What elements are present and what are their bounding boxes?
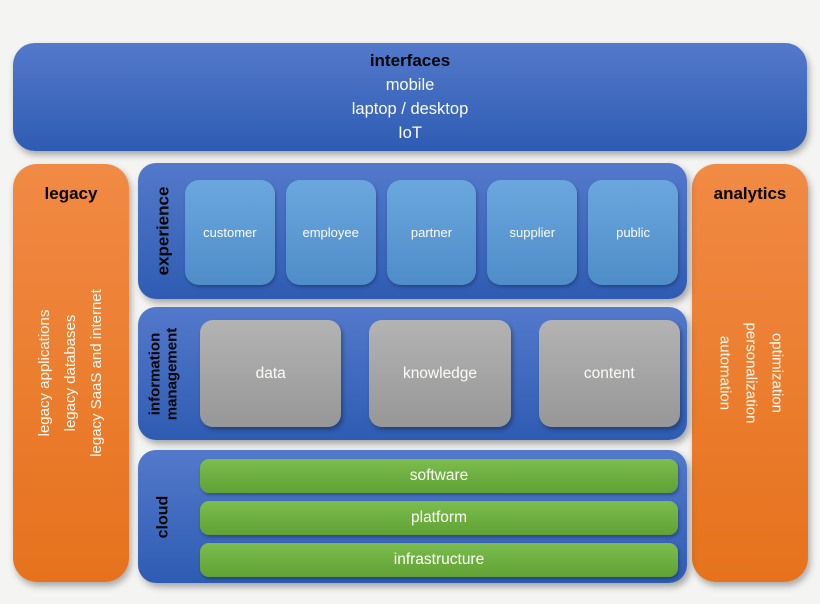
interfaces-band: interfaces mobile laptop / desktop IoT: [13, 43, 807, 151]
legacy-item-saas-internet: legacy SaaS and internet: [88, 289, 105, 457]
information-management-section: information management data knowledge co…: [138, 307, 687, 440]
legacy-item-applications: legacy applications: [36, 309, 53, 437]
analytics-item-personalization: personalization: [742, 322, 759, 424]
info-box-knowledge: knowledge: [369, 320, 511, 427]
experience-box-employee: employee: [285, 180, 376, 285]
analytics-item-automation: automation: [716, 335, 733, 411]
cloud-label: cloud: [153, 495, 171, 538]
cloud-section: cloud software platform infrastructure: [138, 450, 687, 583]
cloud-label-wrap: cloud: [138, 450, 188, 583]
analytics-rotated-list: optimization personalization automation: [692, 164, 808, 582]
experience-box-customer: customer: [185, 180, 275, 285]
cloud-bar-infrastructure: infrastructure: [200, 543, 678, 577]
cloud-bar-platform: platform: [200, 501, 678, 535]
legacy-item-databases: legacy databases: [62, 314, 79, 432]
experience-box-supplier: supplier: [487, 180, 578, 285]
info-box-data: data: [200, 320, 342, 427]
cloud-bars: software platform infrastructure: [200, 459, 678, 577]
information-management-label-line2: management: [163, 327, 180, 420]
analytics-title: analytics: [713, 184, 787, 203]
legacy-title: legacy: [44, 184, 98, 203]
interface-item-iot: IoT: [398, 124, 422, 142]
legacy-panel: legacy legacy applications legacy databa…: [13, 164, 129, 582]
experience-section: experience customer employee partner sup…: [138, 163, 687, 299]
information-management-label-line1: information: [146, 332, 163, 415]
experience-label: experience: [153, 186, 172, 276]
information-management-boxes: data knowledge content: [200, 320, 680, 427]
information-management-label-wrap: information management: [138, 307, 188, 440]
experience-label-wrap: experience: [138, 163, 188, 299]
interfaces-title: interfaces: [369, 51, 451, 70]
experience-boxes: customer employee partner supplier publi…: [185, 180, 678, 285]
interface-item-mobile: mobile: [385, 76, 435, 94]
analytics-panel: analytics optimization personalization a…: [692, 164, 808, 582]
legacy-rotated-list: legacy applications legacy databases leg…: [13, 164, 129, 582]
info-box-content: content: [538, 320, 680, 427]
experience-box-public: public: [588, 180, 678, 285]
cloud-bar-software: software: [200, 459, 678, 493]
experience-box-partner: partner: [386, 180, 477, 285]
analytics-item-optimization: optimization: [768, 332, 785, 414]
interface-item-laptop-desktop: laptop / desktop: [351, 100, 469, 118]
